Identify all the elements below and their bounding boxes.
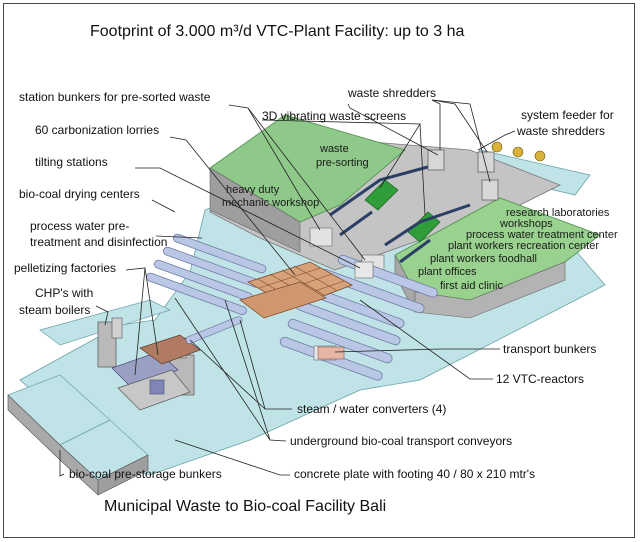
in-image-labels: waste pre-sorting heavy duty mechanic wo…: [222, 143, 618, 292]
label-transport-bunkers: transport bunkers: [503, 342, 596, 356]
label-process-water-line1: process water pre-: [30, 219, 129, 233]
system-feeder-grabbers: [491, 141, 546, 162]
label-waste-presorting-line1: waste: [319, 143, 349, 155]
label-tilting-stations: tilting stations: [35, 155, 108, 169]
label-first-aid: first aid clinic: [440, 280, 503, 292]
label-biocoal-drying: bio-coal drying centers: [19, 187, 140, 201]
offices-building-front: [414, 261, 566, 319]
reactor-row-upper-left: [145, 233, 267, 316]
label-waste-presorting-line2: pre-sorting: [316, 157, 369, 169]
prestorage-bunkers: [7, 374, 149, 496]
label-foodhall: plant workers foodhall: [430, 253, 537, 265]
steam-pipe: [185, 316, 243, 344]
image-frame: [3, 3, 635, 538]
label-process-water-line2: treatment and disinfection: [30, 235, 167, 249]
reactor-row-lower-right: [279, 254, 438, 381]
label-waste-shredders: waste shredders: [347, 86, 436, 100]
label-recreation-center: plant workers recreation center: [448, 240, 599, 252]
biocoal-drying-machinery: [111, 334, 201, 389]
pelletizing-machinery: [117, 369, 191, 411]
label-process-water-center: process water treatment center: [466, 229, 618, 241]
label-concrete-plate: concrete plate with footing 40 / 80 x 21…: [294, 467, 535, 481]
figure-title: Footprint of 3.000 m³/d VTC-Plant Facili…: [90, 23, 464, 40]
callout-labels: station bunkers for pre-sorted waste 60 …: [14, 86, 614, 481]
label-vibrating-screens: 3D vibrating waste screens: [262, 109, 406, 123]
label-mechanic-workshop-line1: heavy duty: [226, 184, 280, 196]
label-steam-converters: steam / water converters (4): [297, 402, 446, 416]
label-plant-offices: plant offices: [418, 266, 477, 278]
transport-bunker: [317, 346, 345, 360]
label-workshops: workshops: [499, 218, 553, 230]
label-carbonization-lorries: 60 carbonization lorries: [35, 123, 159, 137]
label-chp-line1: CHP's with: [35, 286, 93, 300]
label-chp-line2: steam boilers: [19, 303, 90, 317]
label-mechanic-workshop-line2: mechanic workshop: [222, 197, 319, 209]
label-research-labs: research laboratories: [506, 207, 610, 219]
label-system-feeder-line2: waste shredders: [516, 124, 605, 138]
belt-conveyors: [329, 163, 471, 264]
mechanic-workshop-wall: [209, 167, 301, 253]
label-station-bunkers: station bunkers for pre-sorted waste: [19, 90, 211, 104]
carbonization-lorries: [239, 261, 353, 319]
label-pelletizing: pelletizing factories: [14, 261, 116, 275]
figure-caption: Municipal Waste to Bio-coal Facility Bal…: [104, 498, 386, 515]
vtc-reactors: [145, 233, 438, 381]
waste-shredder-units: [427, 149, 499, 201]
label-underground-conveyors: underground bio-coal transport conveyors: [290, 434, 512, 448]
label-prestorage-bunkers: bio-coal pre-storage bunkers: [69, 467, 222, 481]
label-vtc-reactors: 12 VTC-reactors: [496, 372, 584, 386]
leader-lines: [59, 99, 516, 477]
label-system-feeder-line1: system feeder for: [521, 108, 614, 122]
